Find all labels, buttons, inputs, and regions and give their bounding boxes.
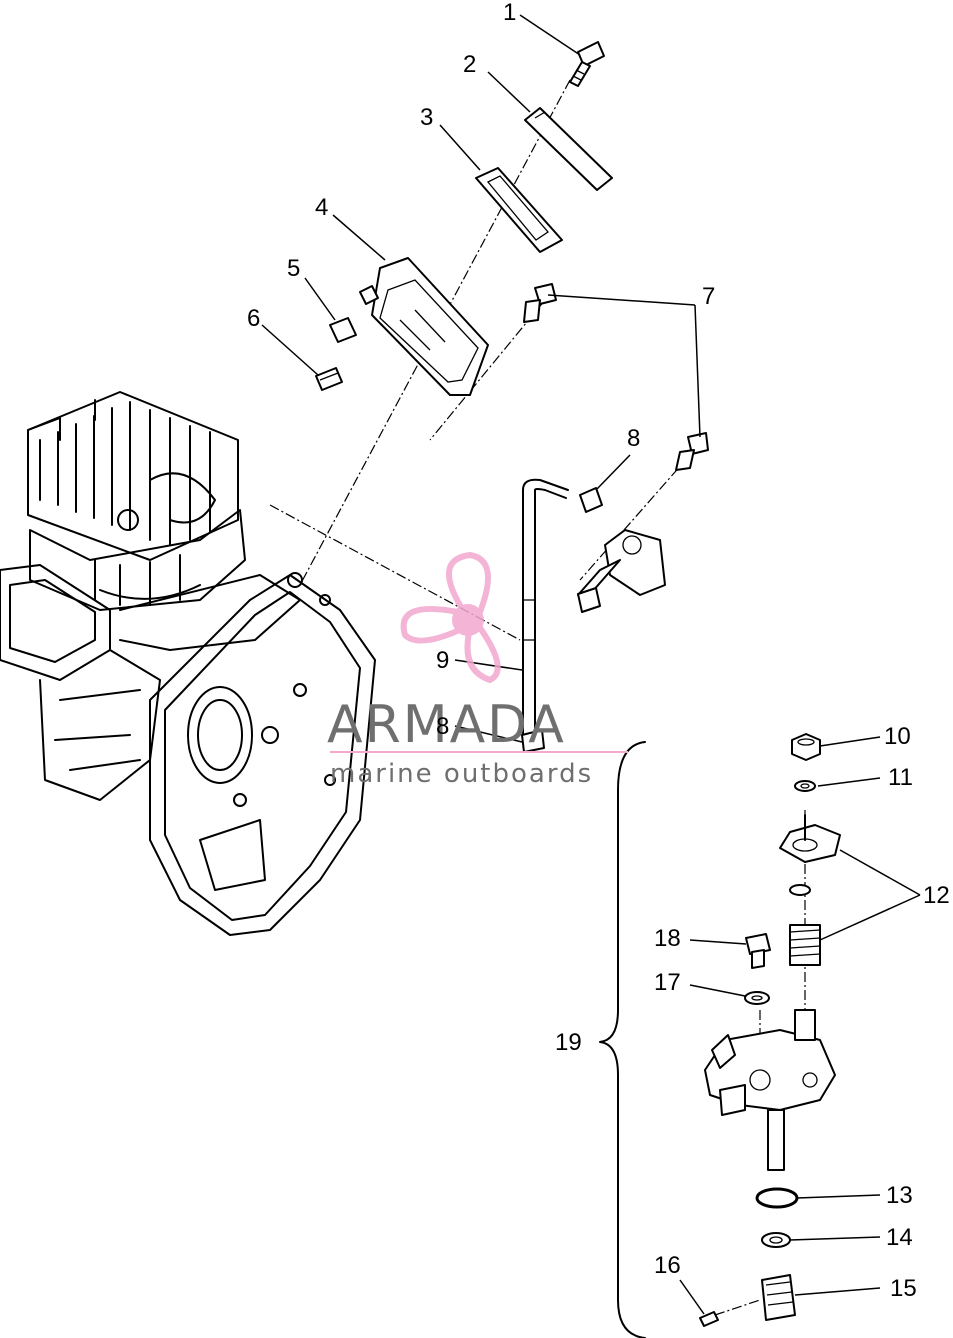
callout-5: 5 bbox=[287, 255, 300, 282]
part-8-clamp-lower bbox=[521, 729, 545, 753]
part-10-nut bbox=[791, 733, 821, 761]
part-13-o-ring bbox=[755, 1187, 799, 1209]
oil-pump-upper bbox=[577, 529, 666, 613]
callout-11: 11 bbox=[888, 764, 913, 791]
callout-12: 12 bbox=[923, 882, 950, 909]
callout-1: 1 bbox=[503, 0, 516, 26]
part-6-grommet bbox=[315, 367, 343, 391]
callout-2: 2 bbox=[463, 51, 476, 78]
watermark-title: ARMADA bbox=[327, 695, 566, 755]
part-15-gear bbox=[761, 1274, 796, 1321]
callout-7: 7 bbox=[702, 283, 715, 310]
callout-17: 17 bbox=[654, 969, 681, 996]
leader-lines bbox=[261, 14, 921, 1315]
callout-8b: 8 bbox=[436, 713, 449, 740]
callout-18: 18 bbox=[654, 925, 681, 952]
part-7-bolt-lower bbox=[675, 432, 709, 471]
callout-13: 13 bbox=[886, 1182, 913, 1209]
part-12-spring bbox=[789, 924, 821, 966]
callout-15: 15 bbox=[890, 1275, 917, 1302]
callout-9: 9 bbox=[436, 647, 449, 674]
part-2-gasket bbox=[524, 107, 613, 191]
callout-labels: 1 2 3 4 5 6 7 8 8 9 10 11 12 13 14 15 16… bbox=[247, 0, 950, 1302]
part-11-washer bbox=[794, 780, 816, 792]
callout-14: 14 bbox=[886, 1224, 913, 1251]
callout-6: 6 bbox=[247, 305, 260, 332]
armada-watermark: ARMADA marine outboards bbox=[327, 551, 628, 789]
part-3-gasket bbox=[475, 167, 563, 253]
watermark-subtitle: marine outboards bbox=[330, 759, 593, 789]
part-9-hose bbox=[522, 478, 569, 741]
propeller-logo bbox=[400, 551, 501, 684]
part-1-bolt bbox=[569, 41, 605, 87]
part-16-pin bbox=[699, 1311, 719, 1327]
brace-19 bbox=[599, 741, 646, 1338]
callout-16: 16 bbox=[654, 1252, 681, 1279]
engine-block bbox=[0, 391, 376, 936]
part-12-lever bbox=[779, 814, 841, 863]
part-12-washer bbox=[789, 884, 811, 896]
oil-pump-body bbox=[704, 1009, 836, 1171]
callout-10: 10 bbox=[884, 723, 911, 750]
part-14-washer bbox=[761, 1232, 791, 1248]
callout-19: 19 bbox=[555, 1029, 582, 1056]
part-7-bolt-upper bbox=[523, 283, 557, 323]
part-5-clip bbox=[329, 317, 357, 343]
part-4-cover bbox=[359, 257, 489, 396]
callout-8a: 8 bbox=[627, 425, 640, 452]
part-17-washer bbox=[744, 991, 770, 1005]
callout-4: 4 bbox=[315, 194, 328, 221]
callout-3: 3 bbox=[420, 104, 433, 131]
part-8-clamp-upper bbox=[579, 487, 603, 513]
part-18-screw bbox=[745, 933, 771, 969]
